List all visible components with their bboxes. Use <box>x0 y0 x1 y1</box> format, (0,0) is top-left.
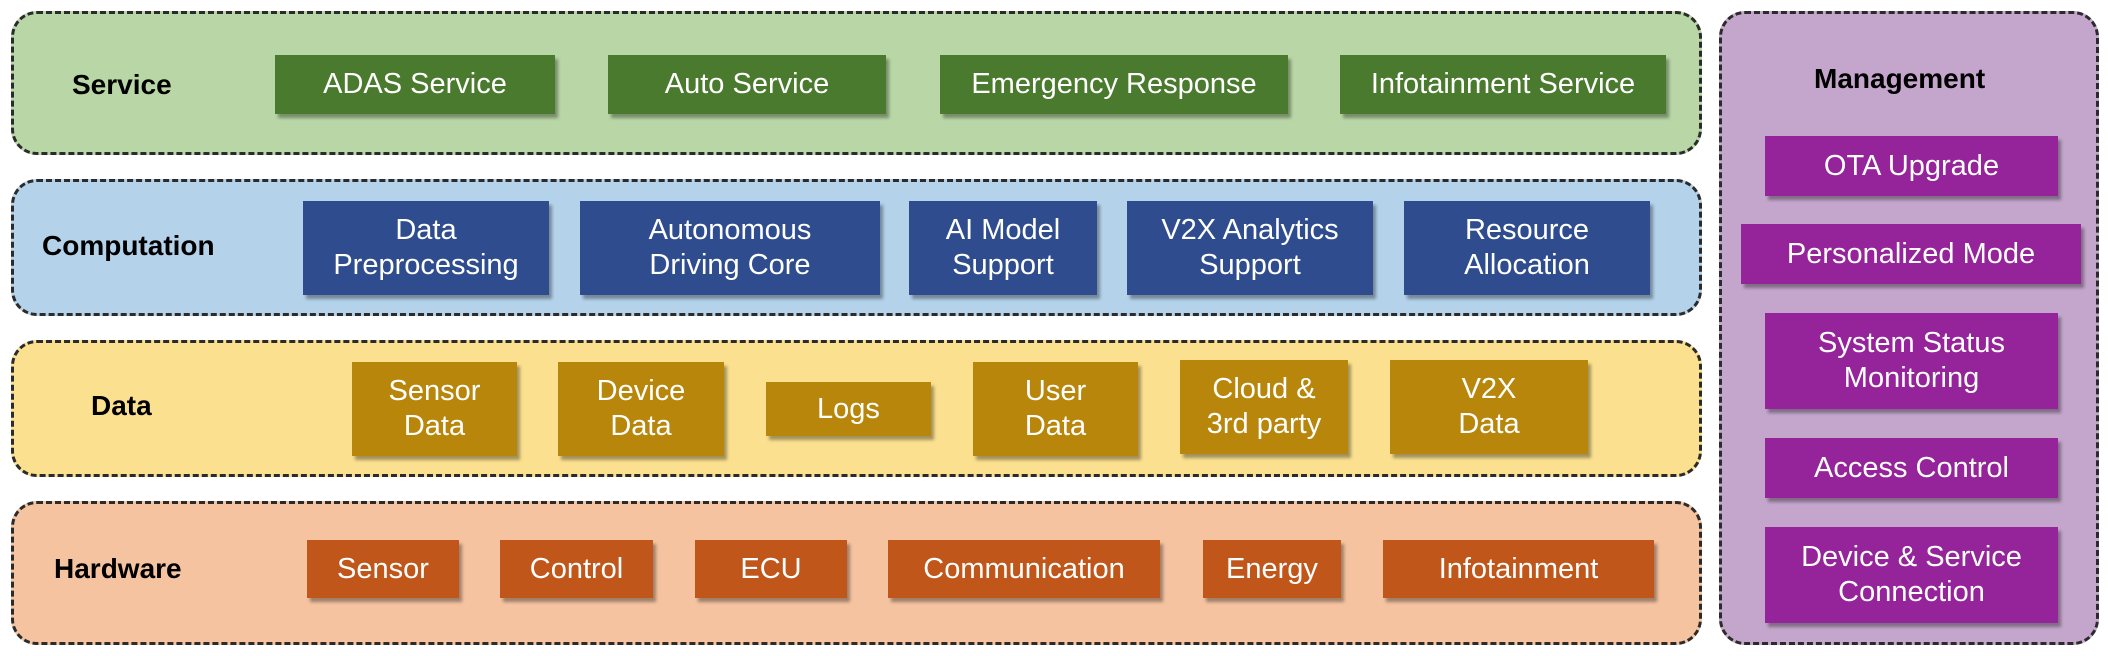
energy-box: Energy <box>1203 540 1341 598</box>
service-layer-title: Service <box>72 69 172 100</box>
data-preprocessing-box: Data Preprocessing <box>303 201 549 295</box>
infotainment-hardware-box: Infotainment <box>1383 540 1654 598</box>
hardware-layer-title: Hardware <box>54 553 182 584</box>
device-service-connection-box: Device & Service Connection <box>1765 527 2058 623</box>
cloud-third-party-box: Cloud & 3rd party <box>1180 360 1348 454</box>
v2x-analytics-support-box: V2X Analytics Support <box>1127 201 1373 295</box>
communication-box: Communication <box>888 540 1160 598</box>
resource-allocation-box: Resource Allocation <box>1404 201 1650 295</box>
ota-upgrade-box: OTA Upgrade <box>1765 136 2058 196</box>
adas-service-box: ADAS Service <box>275 55 555 114</box>
device-data-box: Device Data <box>558 362 724 456</box>
infotainment-service-box: Infotainment Service <box>1340 55 1666 114</box>
computation-layer-title: Computation <box>42 230 215 261</box>
control-box: Control <box>500 540 653 598</box>
user-data-box: User Data <box>973 362 1138 456</box>
system-status-monitoring-box: System Status Monitoring <box>1765 313 2058 409</box>
sensor-data-box: Sensor Data <box>352 362 517 456</box>
ai-model-support-box: AI Model Support <box>909 201 1097 295</box>
logs-box: Logs <box>766 382 931 436</box>
management-layer-title: Management <box>1814 63 1986 94</box>
autonomous-driving-core-box: Autonomous Driving Core <box>580 201 880 295</box>
v2x-data-box: V2X Data <box>1390 360 1588 454</box>
sensor-hardware-box: Sensor <box>307 540 459 598</box>
personalized-mode-box: Personalized Mode <box>1741 224 2081 284</box>
data-layer-title: Data <box>91 390 152 421</box>
access-control-box: Access Control <box>1765 438 2058 498</box>
auto-service-box: Auto Service <box>608 55 886 114</box>
ecu-box: ECU <box>695 540 847 598</box>
emergency-response-box: Emergency Response <box>940 55 1288 114</box>
